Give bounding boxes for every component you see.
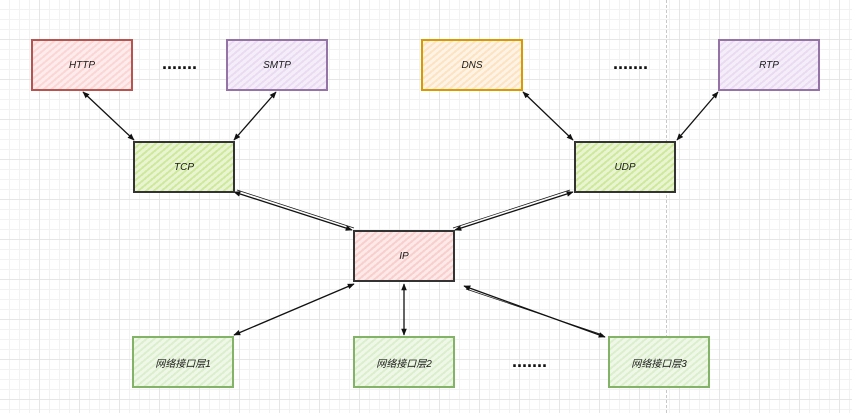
link-tcp-ip-sketch: [236, 189, 355, 229]
link-udp-ip-sketch: [452, 189, 571, 229]
node-udp[interactable]: UDP: [574, 141, 676, 193]
node-rtp-label: RTP: [759, 59, 779, 71]
node-ip-label: IP: [399, 250, 409, 262]
link-udp-ip: [454, 191, 574, 231]
link-http-tcp: [82, 91, 135, 141]
node-smtp-label: SMTP: [263, 59, 291, 71]
link-ip-net3: [463, 285, 606, 338]
node-http-label: HTTP: [68, 59, 96, 71]
link-rtp-udp: [676, 91, 719, 141]
node-smtp[interactable]: SMTP: [226, 39, 328, 91]
node-udp-label: UDP: [614, 161, 636, 173]
page-break-line: [666, 0, 667, 413]
node-dns-label: DNS: [461, 59, 483, 71]
node-net3[interactable]: 网络接口层3: [608, 336, 710, 388]
node-rtp[interactable]: RTP: [718, 39, 820, 91]
node-net1-label: 网络接口层1: [155, 358, 211, 370]
node-net2[interactable]: 网络接口层2: [353, 336, 455, 388]
node-ip[interactable]: IP: [353, 230, 455, 282]
node-dns[interactable]: DNS: [421, 39, 523, 91]
ellipsis-app-right: .......: [613, 53, 649, 73]
link-tcp-ip: [233, 191, 353, 231]
link-smtp-tcp: [233, 91, 277, 141]
ellipsis-net: .......: [512, 351, 548, 371]
ellipsis-app-left: .......: [162, 53, 198, 73]
link-dns-udp: [522, 91, 574, 141]
node-tcp[interactable]: TCP: [133, 141, 235, 193]
node-net1[interactable]: 网络接口层1: [132, 336, 234, 388]
node-http[interactable]: HTTP: [31, 39, 133, 91]
node-net3-label: 网络接口层3: [631, 358, 687, 370]
node-tcp-label: TCP: [174, 161, 194, 173]
node-net2-label: 网络接口层2: [376, 358, 432, 370]
link-ip-net3-sketch: [465, 288, 604, 336]
link-ip-net1: [233, 283, 355, 336]
